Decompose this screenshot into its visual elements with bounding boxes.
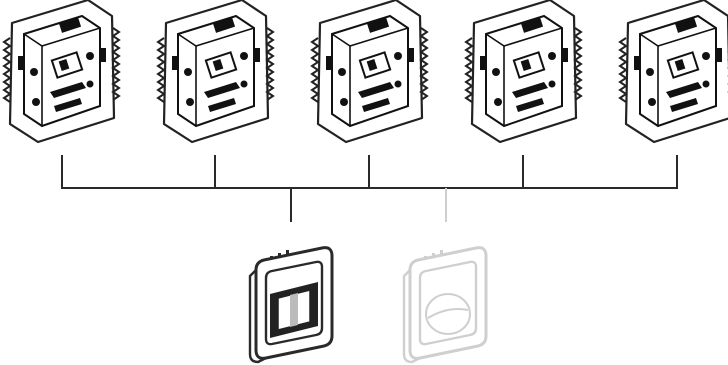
- switch-insert: [158, 0, 273, 142]
- motion-detector-front: [250, 248, 332, 362]
- switch-insert: [620, 0, 728, 142]
- switch-insert: [466, 0, 581, 142]
- bus-lines: [61, 155, 678, 222]
- switch-insert: [312, 0, 427, 142]
- switch-insert: [4, 0, 119, 142]
- motion-detector-front-ghost: [404, 248, 486, 362]
